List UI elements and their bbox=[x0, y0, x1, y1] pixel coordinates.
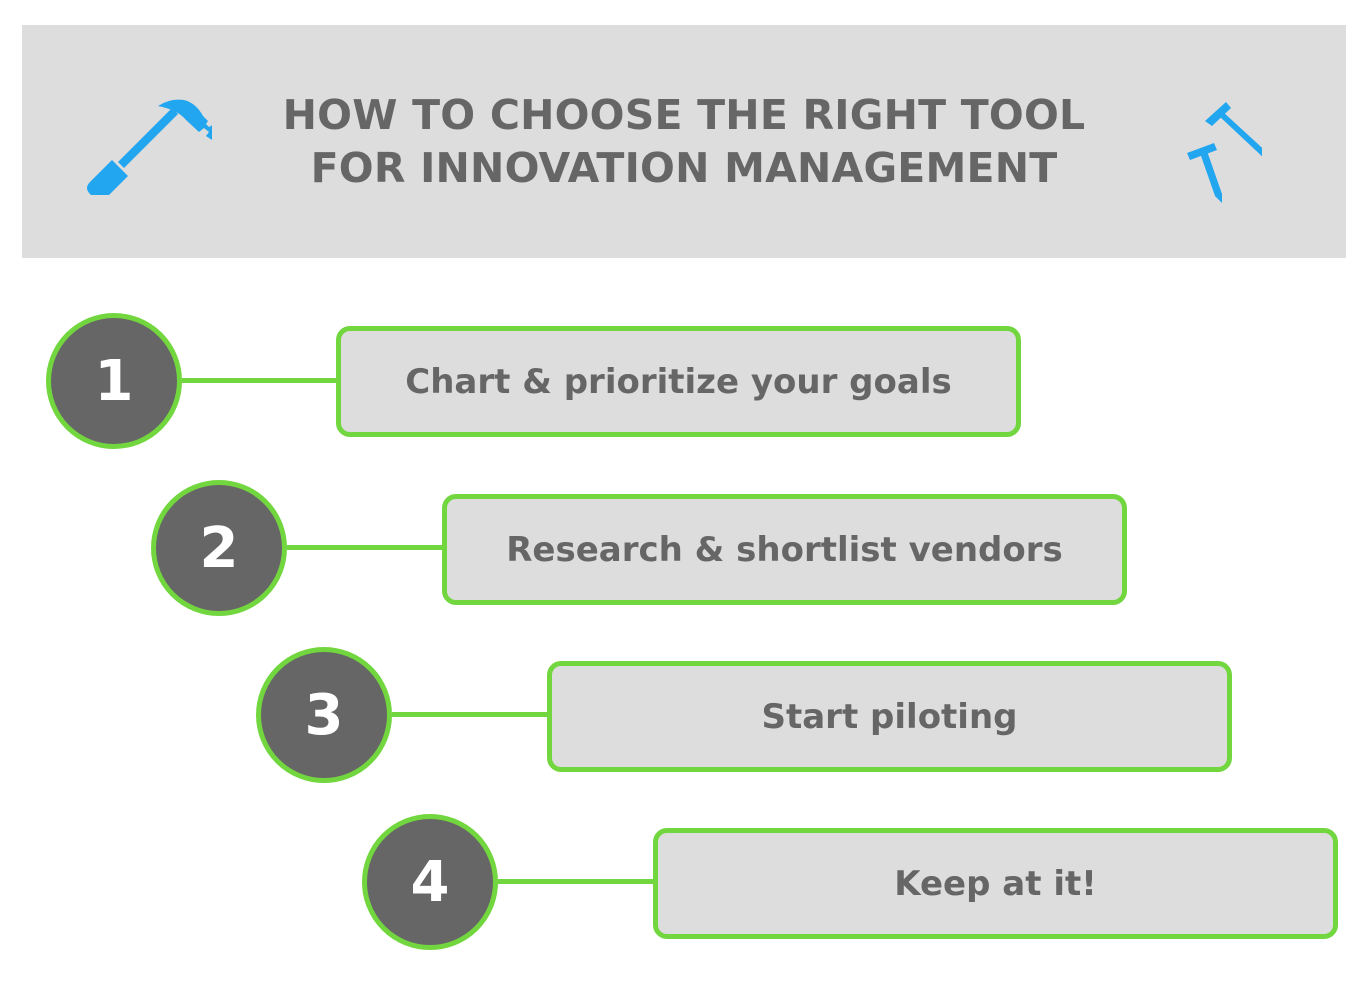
step-2-connector bbox=[287, 545, 444, 550]
step-4-label: Keep at it! bbox=[894, 863, 1097, 904]
step-3-number-badge: 3 bbox=[256, 647, 392, 783]
step-4-number: 4 bbox=[410, 849, 450, 915]
step-4-number-badge: 4 bbox=[362, 814, 498, 950]
step-4-box: Keep at it! bbox=[653, 828, 1338, 939]
header-banner: HOW TO CHOOSE THE RIGHT TOOL FOR INNOVAT… bbox=[22, 25, 1346, 258]
step-1-connector bbox=[182, 378, 338, 383]
hammer-icon bbox=[87, 99, 212, 195]
nails-icon bbox=[1187, 102, 1262, 203]
step-1-number: 1 bbox=[94, 348, 134, 414]
step-1-box: Chart & prioritize your goals bbox=[336, 326, 1021, 437]
step-1-label: Chart & prioritize your goals bbox=[405, 361, 952, 402]
step-2-number-badge: 2 bbox=[151, 480, 287, 616]
title-line-1: HOW TO CHOOSE THE RIGHT TOOL bbox=[282, 91, 1086, 139]
step-4-connector bbox=[498, 879, 655, 884]
step-3-box: Start piloting bbox=[547, 661, 1232, 772]
step-3-number: 3 bbox=[304, 682, 344, 748]
title-line-2: FOR INNOVATION MANAGEMENT bbox=[310, 144, 1058, 192]
step-3-label: Start piloting bbox=[761, 696, 1018, 737]
step-2-label: Research & shortlist vendors bbox=[506, 529, 1063, 570]
step-2-box: Research & shortlist vendors bbox=[442, 494, 1127, 605]
step-3-connector bbox=[392, 712, 549, 717]
step-2-number: 2 bbox=[199, 515, 239, 581]
step-1-number-badge: 1 bbox=[46, 313, 182, 449]
page-title: HOW TO CHOOSE THE RIGHT TOOL FOR INNOVAT… bbox=[22, 89, 1346, 195]
